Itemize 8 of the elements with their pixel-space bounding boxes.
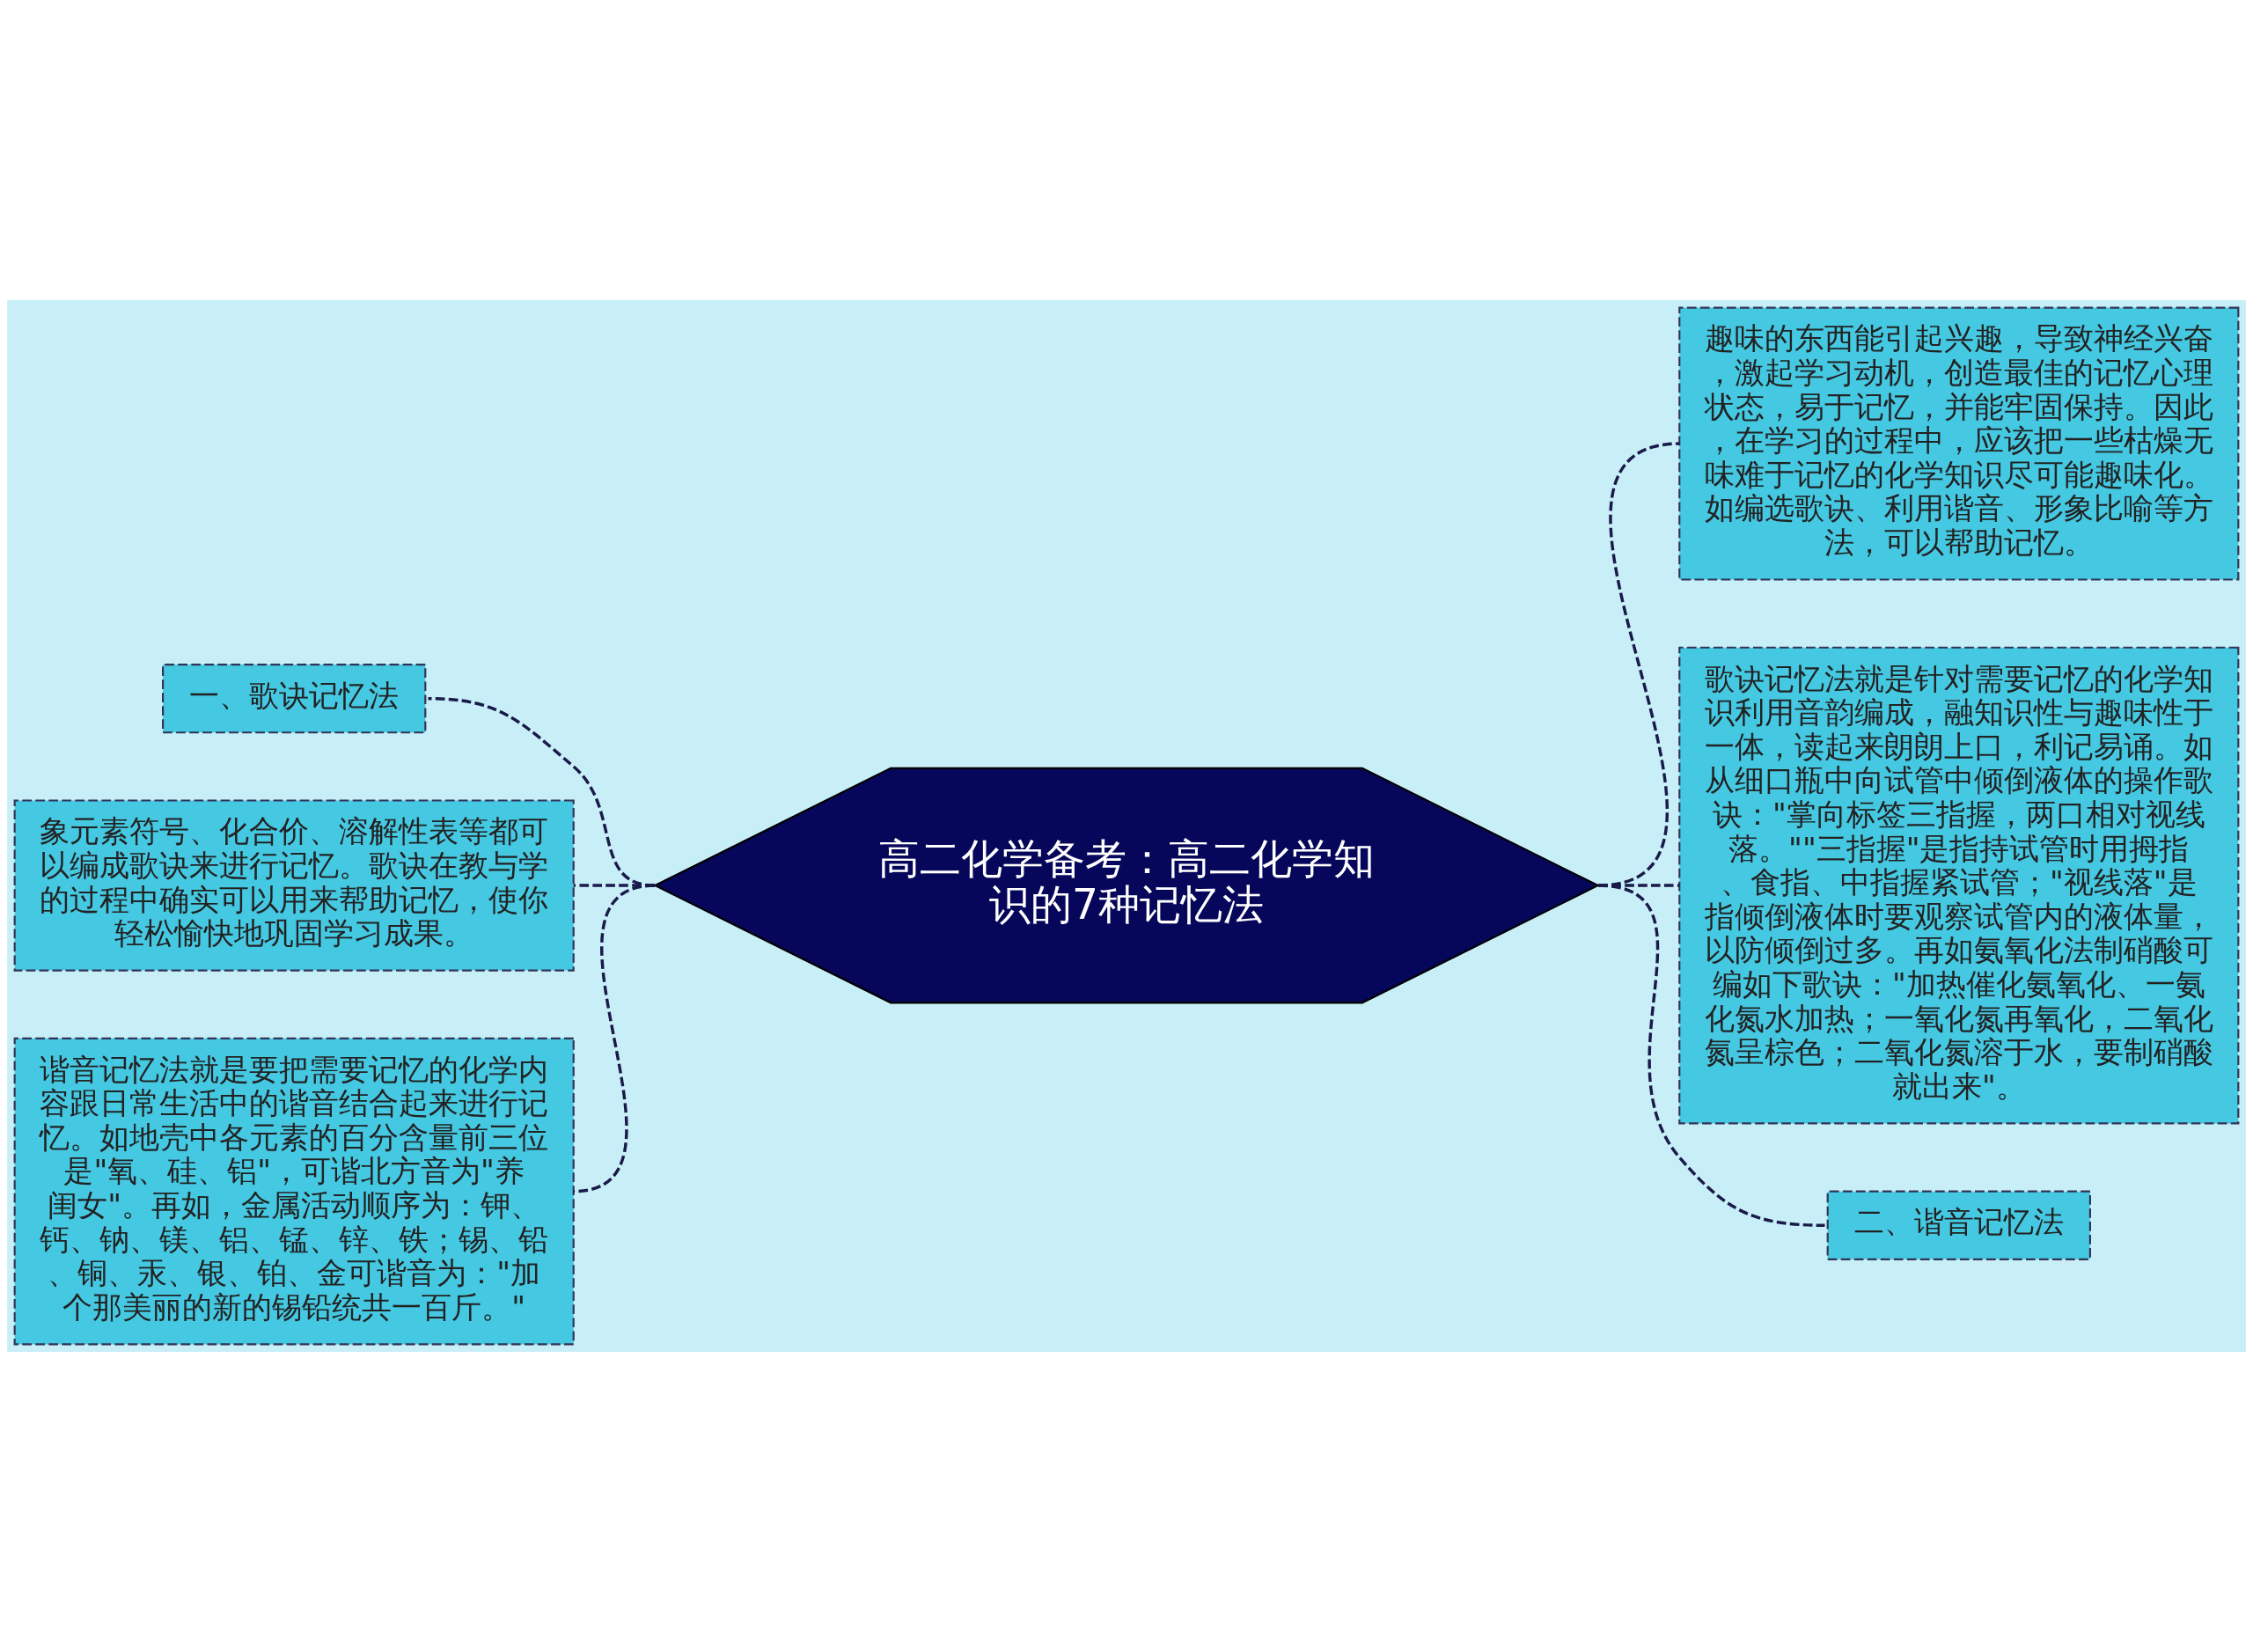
node-box: 谐音记忆法就是要把需要记忆的化学内容跟日常生活中的谐音结合起来进行记忆。如地壳中各元素的百分含量前三位是"氧、硅、铝"，可谐北方音为"养闺女"。再如，金属活动顺序为：钾、钙、钠、镁、铝、锰、锌、铁；锡、铅、铜、汞、银、铂、金可谐音为："加个那美丽的新的锡铅统共一百斤。" [13, 1037, 575, 1346]
connector [1597, 884, 1825, 1227]
connector [573, 884, 656, 1193]
node-box: 一、歌诀记忆法 [162, 664, 427, 734]
node-box: 二、谐音记忆法 [1826, 1190, 2091, 1260]
node-box: 歌诀记忆法就是针对需要记忆的化学知识利用音韵编成，融知识性与趣味性于一体，读起来朗朗上口，利记易诵。如从细口瓶中向试管中倾倒液体的操作歌诀："掌向标签三指握，两口相对视线落。""三指握"是指持试管时用拇指、食指、中指握紧试管；"视线落"是指倾倒液体时要观察试管内的液体量，以防倾倒过多。再如氨氧化法制硝酸可编如下歌诀："加热催化氨氧化、一氨化氮水加热；一氧化氮再氧化，二氧化氮呈棕色；二氧化氮溶于水，要制硝酸就出来"。 [1678, 646, 2240, 1125]
node-box: 象元素符号、化合价、溶解性表等都可以编成歌诀来进行记忆。歌诀在教与学的过程中确实可以用来帮助记忆，使你轻松愉快地巩固学习成果。 [13, 799, 575, 972]
node-box: 趣味的东西能引起兴趣，导致神经兴奋，激起学习动机，创造最佳的记忆心理状态，易于记忆，并能牢固保持。因此，在学习的过程中，应该把一些枯燥无味难于记忆的化学知识尽可能趣味化。如编选歌诀、利用谐音、形象比喻等方法，可以帮助记忆。 [1678, 306, 2240, 581]
